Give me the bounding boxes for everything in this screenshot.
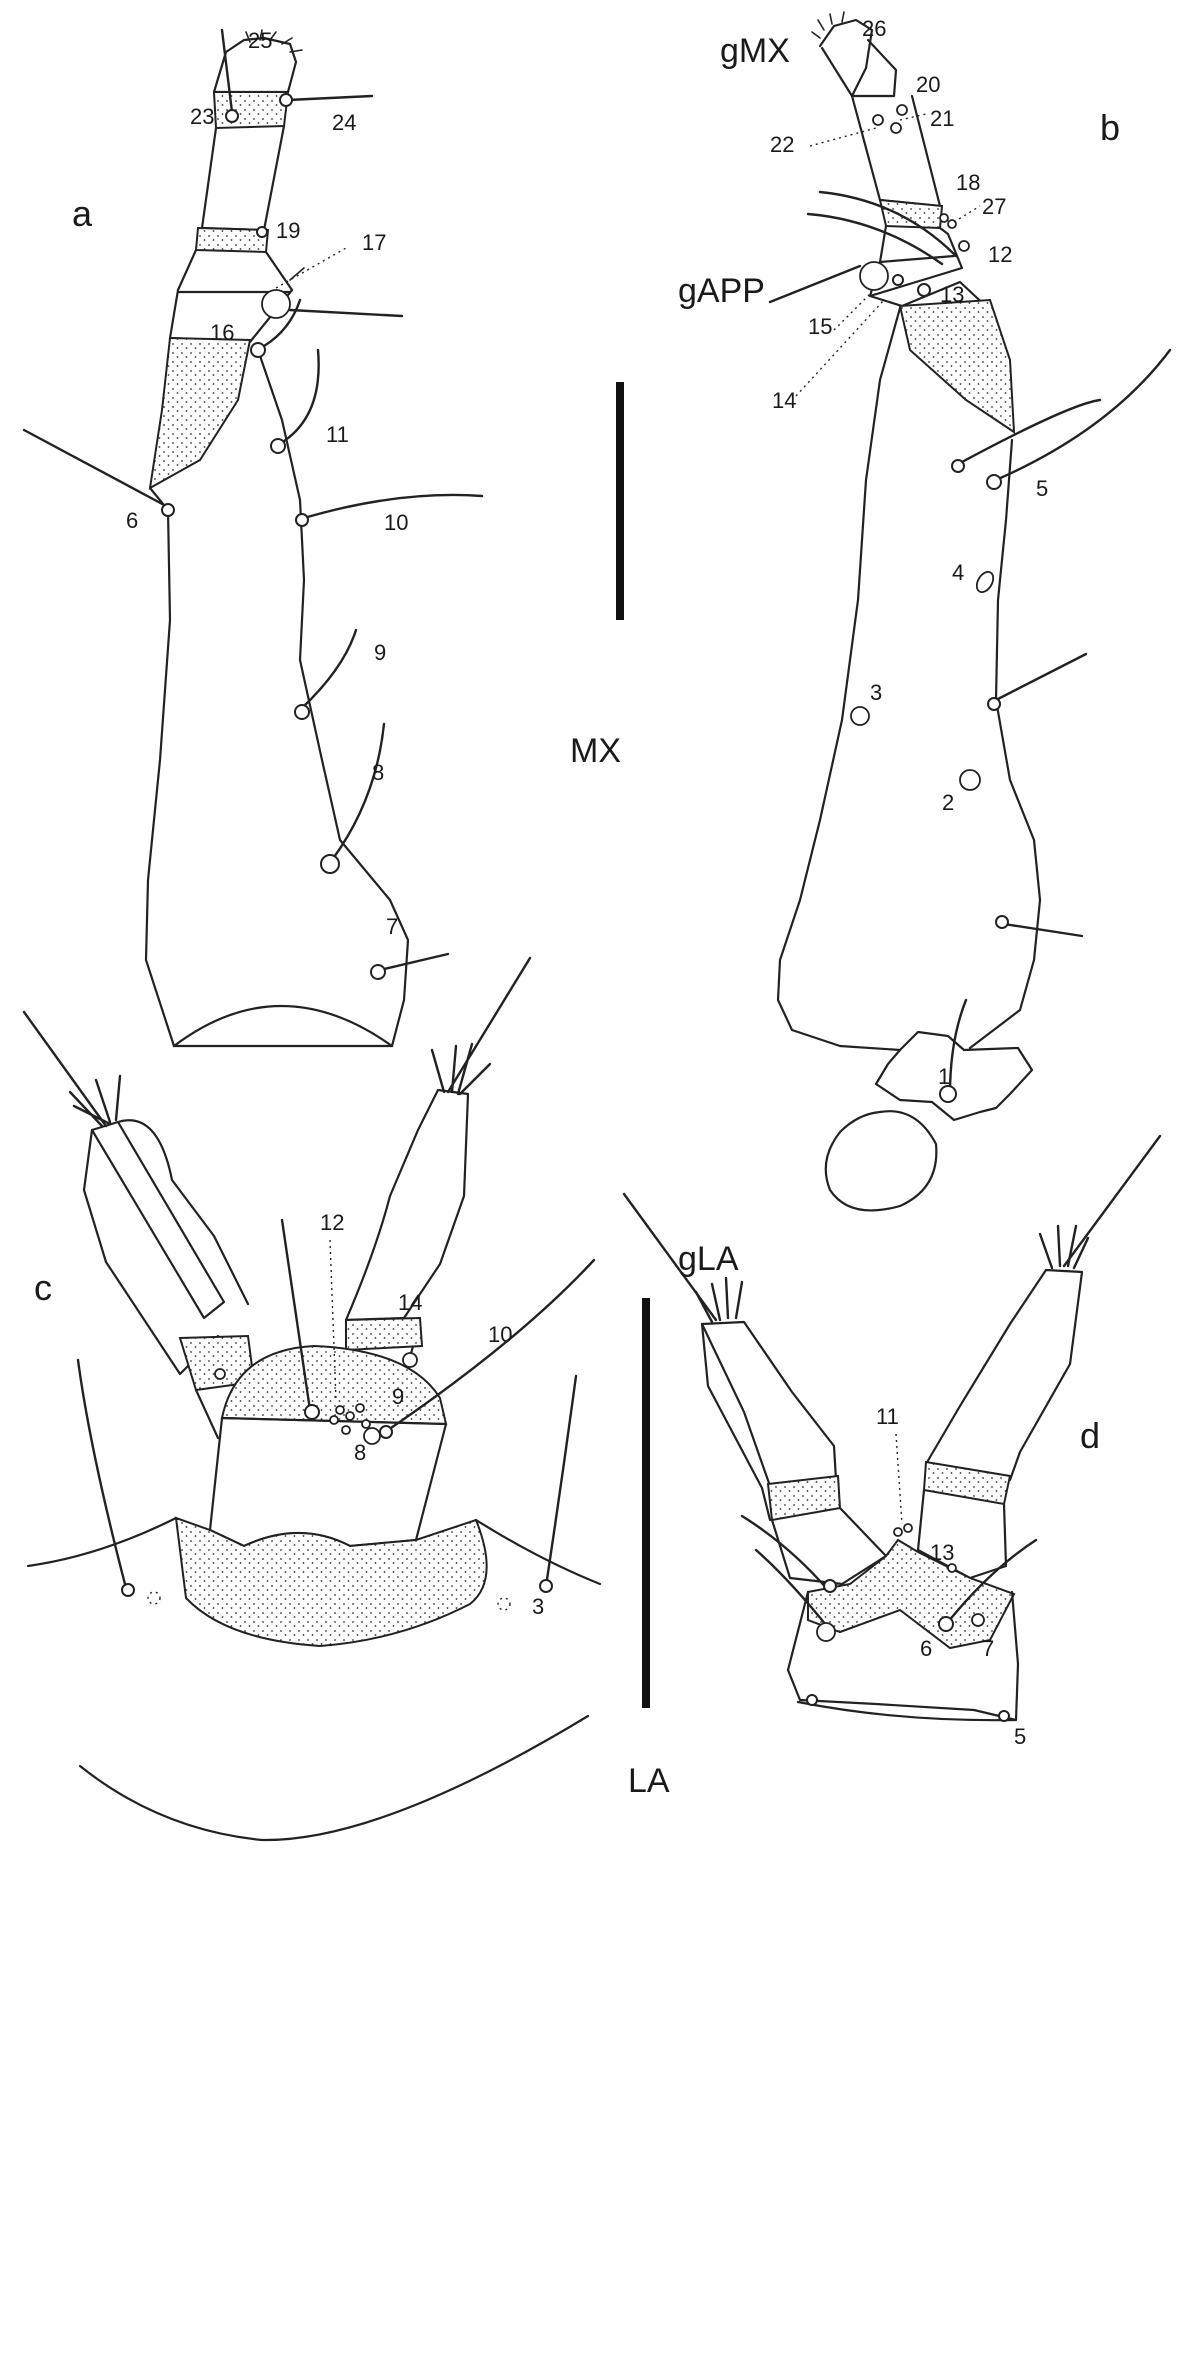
gland-label-gmx: gMX <box>720 32 790 70</box>
seta-number: 13 <box>930 1540 954 1565</box>
panel-b-maxilla-drawing <box>768 11 1172 1212</box>
panel-label-a: a <box>72 193 93 234</box>
seta-number: 17 <box>362 230 386 255</box>
seta-number: 24 <box>332 110 356 135</box>
panel-b-seta-numbers: 26 20 21 22 18 27 12 13 15 14 5 4 3 2 1 <box>770 16 1048 1089</box>
seta-number: 7 <box>386 914 398 939</box>
seta-number: 12 <box>988 242 1012 267</box>
seta-number: 11 <box>326 422 349 447</box>
seta-number: 2 <box>942 790 954 815</box>
seta-number: 7 <box>982 1636 994 1661</box>
section-label-mx: MX <box>570 732 621 770</box>
seta-number: 6 <box>126 508 138 533</box>
seta-number: 27 <box>982 194 1006 219</box>
seta-number: 23 <box>190 104 214 129</box>
panel-a-seta-numbers: 25 23 24 19 17 16 11 6 10 9 8 7 <box>126 28 408 939</box>
seta-number: 8 <box>354 1440 366 1465</box>
seta-number: 14 <box>772 388 796 413</box>
panel-d-labium-drawing <box>622 1134 1162 1722</box>
gland-label-gla: gLA <box>678 1240 739 1278</box>
seta-number: 9 <box>374 640 386 665</box>
seta-number: 6 <box>920 1636 932 1661</box>
panel-a-maxilla-drawing <box>22 28 484 1048</box>
seta-number: 5 <box>1036 476 1048 501</box>
seta-number: 10 <box>384 510 408 535</box>
seta-number: 14 <box>398 1290 422 1315</box>
seta-number: 5 <box>1014 1724 1026 1749</box>
seta-number: 8 <box>372 760 384 785</box>
seta-number: 4 <box>952 560 964 585</box>
panel-label-d: d <box>1080 1415 1100 1456</box>
panel-b-leader-lines <box>795 113 981 397</box>
seta-number: 12 <box>320 1210 344 1235</box>
seta-number: 22 <box>770 132 794 157</box>
seta-number: 9 <box>392 1384 404 1409</box>
section-label-la: LA <box>628 1762 670 1800</box>
seta-number: 3 <box>532 1594 544 1619</box>
seta-number: 16 <box>210 320 234 345</box>
seta-number: 18 <box>956 170 980 195</box>
panel-label-c: c <box>34 1267 52 1308</box>
panel-c-labium-drawing <box>22 956 602 1842</box>
seta-number: 25 <box>248 28 272 53</box>
panel-d-seta-numbers: 11 13 6 7 5 <box>876 1404 1026 1749</box>
leader-line <box>895 1433 903 1525</box>
leader-line <box>275 247 347 289</box>
seta-number: 19 <box>276 218 300 243</box>
seta-number: 11 <box>876 1404 899 1429</box>
seta-number: 21 <box>930 106 954 131</box>
seta-number: 13 <box>940 282 964 307</box>
seta-number: 20 <box>916 72 940 97</box>
seta-number: 26 <box>862 16 886 41</box>
panel-c-seta-numbers: 12 14 10 9 8 3 <box>320 1210 544 1619</box>
panel-label-b: b <box>1100 107 1120 148</box>
seta-number: 3 <box>870 680 882 705</box>
seta-number: 15 <box>808 314 832 339</box>
leader-line <box>329 1239 337 1401</box>
gland-label-gapp: gAPP <box>678 272 765 310</box>
seta-number: 10 <box>488 1322 512 1347</box>
seta-number: 1 <box>938 1064 950 1089</box>
